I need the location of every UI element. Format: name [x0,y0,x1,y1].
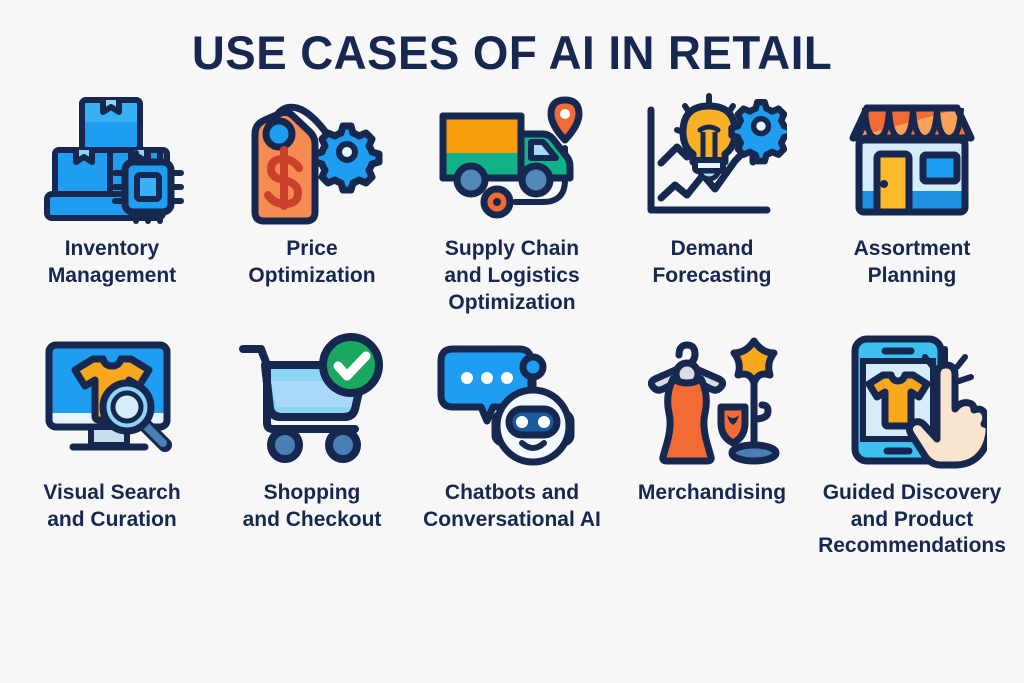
use-case-chatbots[interactable]: Chatbots and Conversational AI [412,329,612,561]
storefront-icon [837,90,987,230]
use-case-demand-forecasting[interactable]: Demand Forecasting [612,90,812,317]
use-case-guided-discovery[interactable]: Guided Discovery and Product Recommendat… [812,329,1012,561]
use-case-label: Visual Search and Curation [43,480,181,531]
use-case-supply-chain[interactable]: Supply Chain and Logistics Optimization [412,90,612,317]
use-case-label: Merchandising [637,480,787,504]
use-case-label: Supply Chain and Logistics Optimization [444,237,580,314]
monitor-tshirt-magnifier-icon [37,329,187,474]
delivery-truck-route-pin-icon [437,90,587,230]
dress-hanger-star-stand-icon [637,329,787,474]
growth-chart-bulb-gear-icon [637,90,787,230]
chat-bubble-robot-icon [437,329,587,474]
inventory-boxes-chip-icon [37,90,187,230]
use-case-assortment-planning[interactable]: Assortment Planning [812,90,1012,317]
use-case-label: Assortment Planning [853,237,971,287]
use-case-label: Guided Discovery and Product Recommendat… [818,480,1006,558]
page-title: USE CASES OF AI IN RETAIL [191,26,833,79]
use-case-label: Price Optimization [248,237,376,287]
smartphone-tshirt-tap-icon [837,329,987,474]
use-case-price-optimization[interactable]: Price Optimization [212,90,412,317]
use-case-label: Shopping and Checkout [242,480,382,531]
use-case-visual-search[interactable]: Visual Search and Curation [12,329,212,561]
use-case-shopping-checkout[interactable]: Shopping and Checkout [212,329,412,561]
use-case-merchandising[interactable]: Merchandising [612,329,812,561]
use-case-grid: Inventory Management P [12,90,1012,560]
use-case-label: Demand Forecasting [652,237,772,287]
use-case-inventory-management[interactable]: Inventory Management [12,90,212,317]
use-case-label: Inventory Management [47,237,177,287]
use-case-label: Chatbots and Conversational AI [423,480,601,531]
price-tag-gear-icon [237,90,387,230]
shopping-cart-check-icon [237,329,387,474]
